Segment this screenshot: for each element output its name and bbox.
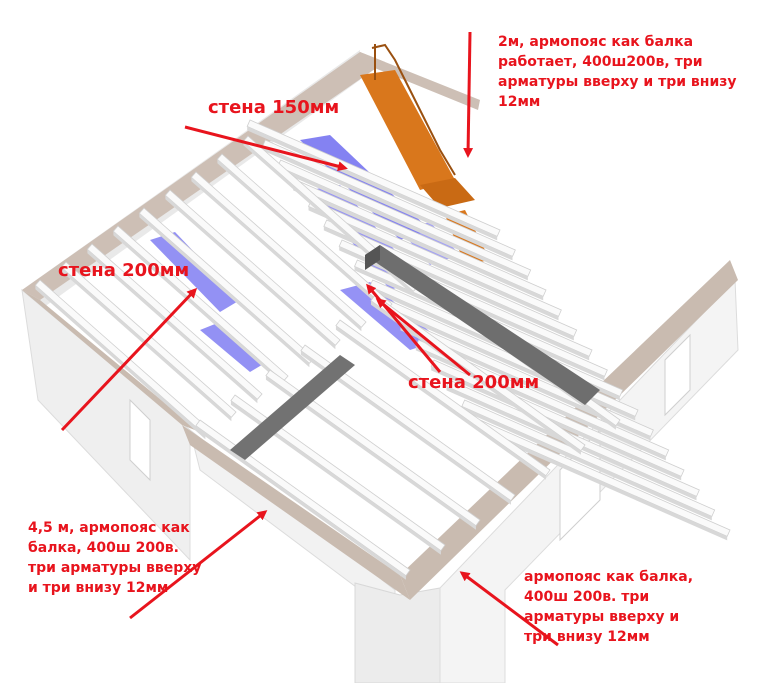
arrow-wall-200-left [60, 287, 198, 432]
joist-long-3-side [277, 166, 528, 281]
stair-railing [371, 43, 456, 176]
joist-long-11-side [400, 326, 651, 441]
stair-flight-upper [360, 70, 455, 190]
joist-short-7-side [191, 177, 362, 332]
window-right-2 [664, 333, 691, 417]
note-right-ring-beam: армопояс как балка, 400ш 200в. три армат… [524, 569, 694, 645]
arrow-note-right [459, 571, 559, 647]
floor-joists-front-span [195, 269, 621, 580]
joist-long-16-side [477, 426, 728, 541]
wall-200-glass-left-2 [200, 320, 270, 372]
joist-short-5-side [139, 213, 310, 368]
joist-short-4-side [113, 231, 284, 386]
joist-long-2-side [262, 146, 513, 261]
joist-front-1-side [195, 425, 406, 580]
annotation-arrows [60, 31, 559, 647]
ring-beam-left [22, 290, 200, 432]
joist-short-4 [112, 225, 289, 382]
front-left-wall [189, 428, 396, 683]
label-wall-200-center: стена 200мм [408, 372, 540, 393]
joist-long-1-side [247, 126, 498, 241]
joist-short-1-side [35, 285, 206, 440]
arrow-note-left [129, 510, 268, 620]
concrete-beam-center-end [365, 245, 380, 270]
joist-short-6-side [165, 195, 336, 350]
joist-front-5-side [335, 325, 546, 480]
floor-joists-left-span [34, 135, 419, 440]
concrete-beams [230, 245, 600, 460]
joist-front-3-side [265, 375, 476, 530]
joist-short-3-side [87, 249, 258, 404]
arrow-wall-150 [184, 125, 348, 172]
joist-front-2-side [230, 400, 441, 555]
joist-long-13-side [431, 366, 682, 481]
wall-200-glass-left [150, 232, 240, 312]
note-left-ring-beam: 4,5 м, армопояс как балка, 400ш 200в. тр… [28, 520, 202, 596]
arrow-wall-200-center [375, 298, 471, 377]
label-wall-200-left: стена 200мм [58, 260, 190, 281]
concrete-beam-front [230, 355, 355, 460]
label-wall-150: стена 150мм [208, 97, 340, 118]
window-left [129, 398, 151, 482]
joist-front-6-side [370, 300, 581, 455]
ring-beam-back-left [22, 52, 385, 300]
concrete-beam-center [365, 245, 600, 405]
arrow-wall-200-center-2 [366, 283, 442, 373]
joist-short-8-side [217, 159, 388, 314]
joist-long-15-side [461, 406, 712, 521]
arrow-note-top [463, 31, 474, 158]
joist-long-5-side [308, 206, 559, 321]
joist-long-4-side [293, 186, 544, 301]
joist-short-2-side [61, 267, 232, 422]
ring-beam-back [360, 52, 480, 110]
corner-column [354, 582, 441, 683]
joist-front-4-side [300, 350, 511, 505]
note-top-ring-beam: 2м, армопояс как балка работает, 400ш200… [498, 34, 737, 110]
ring-beam-front [182, 425, 410, 600]
